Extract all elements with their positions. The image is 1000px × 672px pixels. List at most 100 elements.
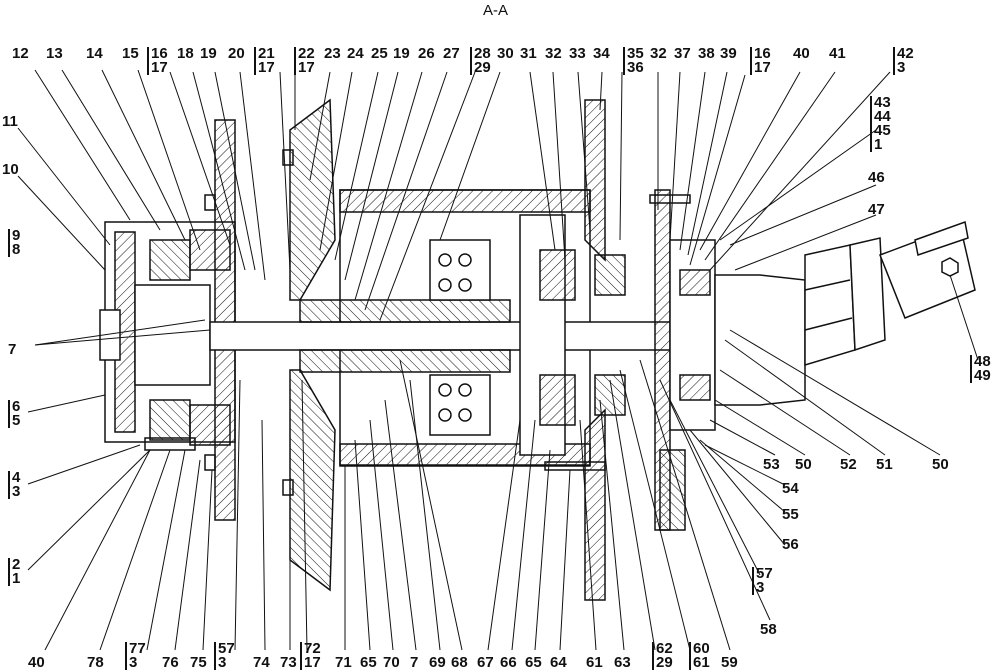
callout-bottom-71: 71 [335, 654, 352, 671]
callout-bottom-65: 65 [360, 655, 377, 670]
callout-bottom-65: 65 [525, 654, 542, 671]
callout-bottom-66: 66 [500, 654, 517, 671]
callout-number: 57 [218, 640, 235, 657]
callout-top-31: 31 [520, 45, 537, 62]
callout-bottom-61: 61 [586, 654, 603, 671]
callout-number: 30 [497, 45, 514, 62]
callout-number: 37 [674, 45, 691, 62]
callout-number: 62 [656, 640, 673, 657]
callout-number: 29 [656, 654, 673, 671]
callout-bottom-64: 64 [550, 654, 567, 671]
callout-bottom-75: 75 [190, 654, 207, 671]
callout-number: 40 [793, 45, 810, 62]
callout-number: 40 [28, 654, 45, 671]
callout-number: 61 [586, 654, 603, 671]
callout-top-14: 14 [86, 45, 103, 62]
callout-number: 12 [12, 45, 29, 62]
bearing [429, 239, 491, 301]
callout-number: 35 [627, 45, 644, 62]
callout-number: 48 [974, 353, 991, 370]
callout-right-47: 47 [868, 202, 885, 217]
callout-right-53: 53 [763, 456, 780, 473]
callout-top-33: 33 [569, 46, 586, 61]
callout-number: 39 [720, 45, 737, 62]
callout-bottom-69: 69 [429, 654, 446, 671]
left-flange [214, 119, 236, 521]
callout-number: 26 [418, 45, 435, 62]
callout-bottom-7: 7 [410, 654, 419, 671]
callout-left-7: 7 [8, 341, 17, 358]
callout-number: 75 [190, 654, 207, 671]
callout-top-34: 34 [593, 46, 610, 61]
callout-number: 72 [304, 640, 321, 657]
callout-number: 20 [228, 45, 245, 62]
callout-bottom-40: 40 [28, 654, 45, 671]
callout-number: 16 [754, 45, 771, 62]
callout-top-23: 23 [324, 46, 341, 61]
callout-number: 25 [371, 45, 388, 62]
callout-number: 1 [12, 570, 21, 587]
callout-number: 69 [429, 654, 446, 671]
callout-number: 64 [550, 654, 567, 671]
callout-number: 59 [721, 654, 738, 671]
callout-number: 17 [754, 59, 771, 76]
callout-number: 57 [756, 565, 773, 582]
callout-top-19: 19 [393, 45, 410, 62]
callout-number: 44 [874, 108, 891, 125]
callout-number: 14 [86, 45, 103, 62]
callout-number: 19 [393, 45, 410, 62]
callout-right-54: 54 [782, 481, 799, 496]
callout-number: 46 [868, 169, 885, 186]
callout-right-56: 56 [782, 537, 799, 552]
callout-number: 65 [525, 654, 542, 671]
callout-top-19: 19 [200, 46, 217, 61]
callout-number: 53 [763, 456, 780, 473]
callout-number: 17 [151, 59, 168, 76]
callout-number: 7 [410, 654, 419, 671]
callout-number: 71 [335, 654, 352, 671]
callout-number: 77 [129, 640, 146, 657]
callout-number: 74 [253, 654, 270, 671]
callout-number: 3 [218, 654, 227, 671]
main-shaft [209, 321, 731, 351]
callout-top-20: 20 [228, 45, 245, 62]
callout-number: 21 [258, 45, 275, 62]
callout-number: 58 [760, 621, 777, 638]
callout-number: 3 [129, 654, 138, 671]
callout-right-55: 55 [782, 506, 799, 523]
callout-number: 1 [874, 136, 883, 153]
callout-number: 3 [897, 59, 906, 76]
callout-number: 60 [693, 640, 710, 657]
callout-top-26: 26 [418, 45, 435, 62]
callout-number: 22 [298, 45, 315, 62]
callout-number: 6 [12, 398, 21, 415]
callout-number: 7 [8, 341, 17, 358]
callout-number: 50 [795, 456, 812, 473]
callout-right-50: 50 [795, 456, 812, 473]
callout-number: 13 [46, 45, 63, 62]
callout-right-58: 58 [760, 621, 777, 638]
callout-bottom-78: 78 [87, 654, 104, 671]
callout-number: 43 [874, 94, 891, 111]
callout-top-32: 32 [650, 46, 667, 61]
callout-number: 49 [974, 367, 991, 384]
callout-number: 78 [87, 654, 104, 671]
callout-number: 67 [477, 654, 494, 671]
callout-number: 55 [782, 506, 799, 523]
callout-left-10: 10 [2, 162, 19, 177]
callout-number: 66 [500, 654, 517, 671]
callout-number: 32 [545, 45, 562, 62]
callout-number: 31 [520, 45, 537, 62]
